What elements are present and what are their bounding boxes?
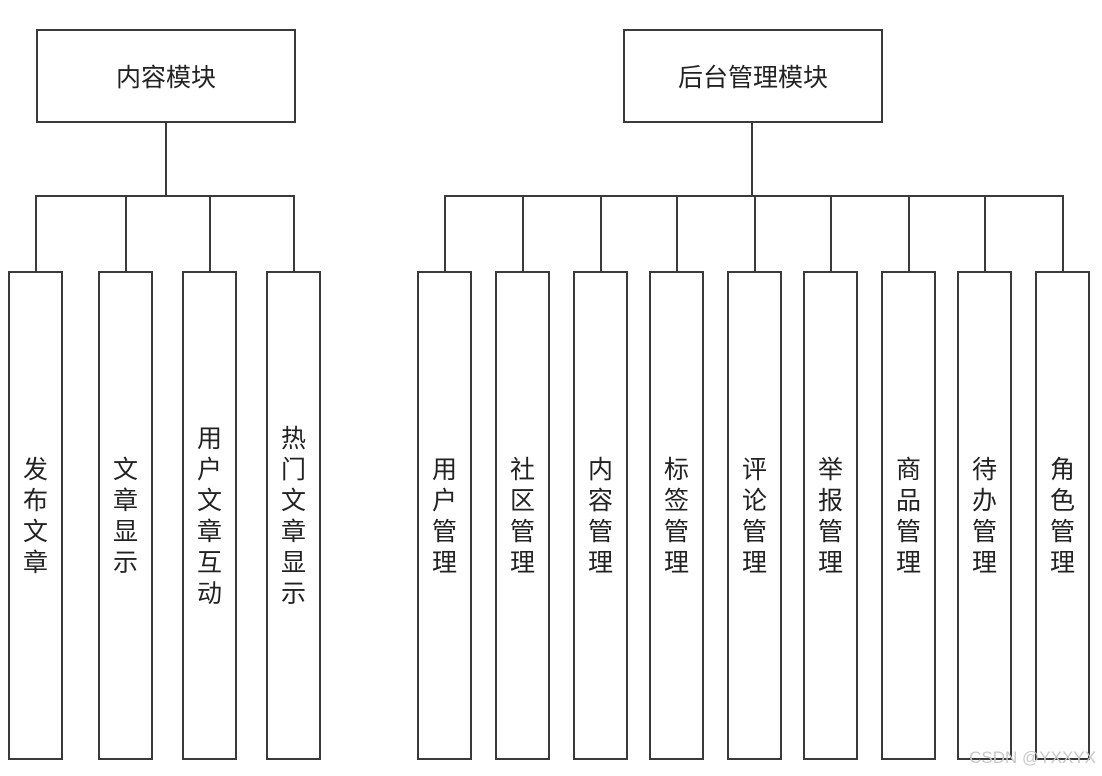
- admin-drop-2: [522, 195, 524, 271]
- leaf-label: 内容管理: [587, 454, 613, 577]
- leaf-label: 评论管理: [741, 454, 767, 577]
- leaf-label: 用户文章互动: [196, 423, 222, 608]
- content-drop-4: [293, 195, 295, 271]
- content-module-title: 内容模块: [115, 63, 216, 92]
- leaf-label: 发布文章: [22, 454, 48, 577]
- leaf-tag-management: 标签管理: [649, 271, 704, 760]
- leaf-label: 角色管理: [1049, 454, 1075, 577]
- admin-module-box: 后台管理模块: [623, 29, 883, 123]
- admin-drop-9: [1062, 195, 1064, 271]
- admin-drop-1: [444, 195, 446, 271]
- leaf-product-management: 商品管理: [881, 271, 936, 760]
- admin-drop-3: [600, 195, 602, 271]
- content-drop-2: [125, 195, 127, 271]
- admin-module-title: 后台管理模块: [677, 63, 828, 92]
- leaf-label: 举报管理: [817, 454, 843, 577]
- content-module-box: 内容模块: [36, 29, 296, 123]
- leaf-label: 标签管理: [663, 454, 689, 577]
- leaf-todo-management: 待办管理: [957, 271, 1012, 760]
- content-drop-3: [209, 195, 211, 271]
- leaf-label: 热门文章显示: [280, 423, 306, 608]
- leaf-community-management: 社区管理: [495, 271, 550, 760]
- leaf-comment-management: 评论管理: [727, 271, 782, 760]
- leaf-report-management: 举报管理: [803, 271, 858, 760]
- content-module-stem: [165, 122, 167, 196]
- admin-drop-4: [676, 195, 678, 271]
- admin-module-stem: [751, 122, 753, 196]
- leaf-label: 用户管理: [431, 454, 457, 577]
- leaf-label: 社区管理: [509, 454, 535, 577]
- admin-drop-6: [830, 195, 832, 271]
- leaf-content-management: 内容管理: [573, 271, 628, 760]
- leaf-label: 文章显示: [112, 454, 138, 577]
- admin-drop-8: [984, 195, 986, 271]
- leaf-label: 商品管理: [895, 454, 921, 577]
- leaf-user-management: 用户管理: [417, 271, 472, 760]
- watermark: CSDN @YXXYX: [969, 748, 1096, 767]
- admin-drop-5: [754, 195, 756, 271]
- content-drop-1: [35, 195, 37, 271]
- content-module-bus: [35, 195, 295, 197]
- leaf-article-display: 文章显示: [98, 271, 153, 760]
- leaf-publish-article: 发布文章: [8, 271, 63, 760]
- leaf-role-management: 角色管理: [1035, 271, 1090, 760]
- leaf-label: 待办管理: [971, 454, 997, 577]
- leaf-hot-article-display: 热门文章显示: [266, 271, 321, 760]
- leaf-user-article-interaction: 用户文章互动: [182, 271, 237, 760]
- admin-drop-7: [908, 195, 910, 271]
